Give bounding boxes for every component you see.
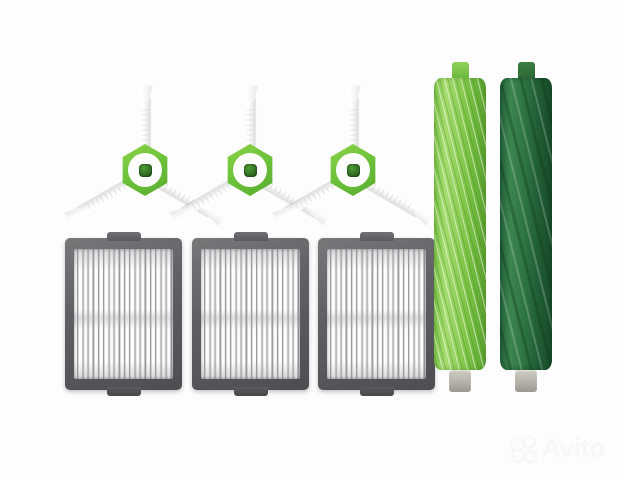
roller-body xyxy=(500,78,552,370)
filter-tab-top xyxy=(359,232,394,241)
filter-tab-top xyxy=(106,232,141,241)
filter-media xyxy=(327,249,426,379)
roller-hub-bottom xyxy=(515,370,537,392)
roller-brush-dark-green[interactable] xyxy=(500,62,552,392)
hepa-filter-3[interactable] xyxy=(318,232,435,396)
roller-hub-bottom xyxy=(449,370,471,392)
filter-media xyxy=(74,249,173,379)
filter-tab-top xyxy=(233,232,268,241)
hepa-filter-1[interactable] xyxy=(65,232,182,396)
side-brush-1[interactable] xyxy=(60,85,230,255)
filter-tab-bottom xyxy=(233,387,268,396)
brush-hub xyxy=(122,144,168,196)
filter-tab-bottom xyxy=(106,387,141,396)
filter-tab-bottom xyxy=(359,387,394,396)
avito-watermark-text: Avito xyxy=(541,433,606,463)
filter-media xyxy=(201,249,300,379)
side-brush-3[interactable] xyxy=(268,85,438,255)
side-brush-2[interactable] xyxy=(165,85,335,255)
roller-brush-light-green[interactable] xyxy=(434,62,486,392)
avito-watermark: Avito xyxy=(509,433,606,463)
roller-body xyxy=(434,78,486,370)
roller-end-cap-top xyxy=(517,62,535,81)
hepa-filter-2[interactable] xyxy=(192,232,309,396)
avito-logo-icon xyxy=(509,435,537,463)
roller-end-cap-top xyxy=(451,62,469,81)
